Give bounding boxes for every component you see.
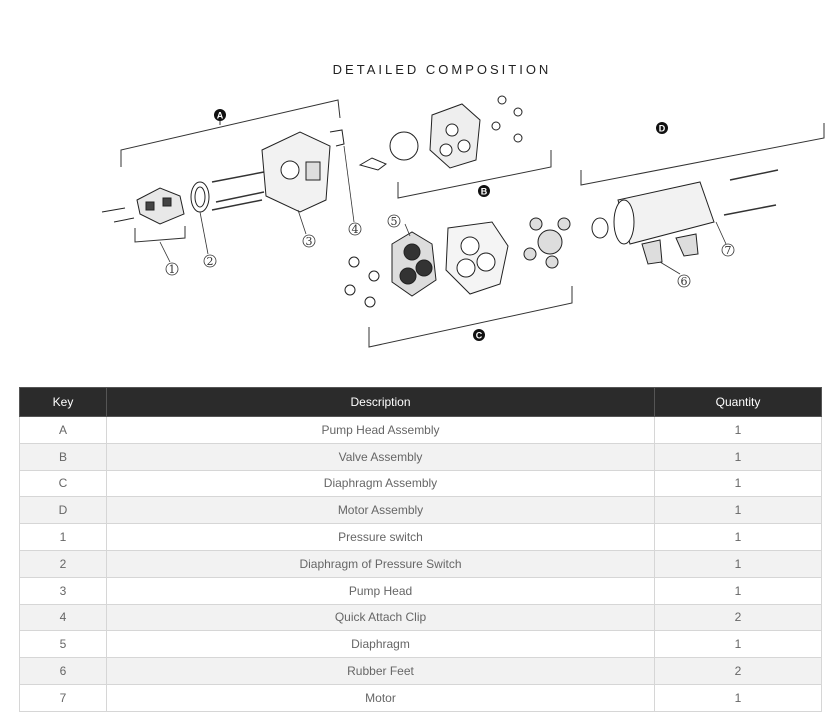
callout-6: 6 [681,275,688,288]
key-cell: D [19,496,107,525]
description-cell: Pump Head [106,576,655,605]
quantity-cell: 1 [654,416,822,444]
page-title: DETAILED COMPOSITION [332,62,552,77]
badge-d: D [656,122,668,134]
bracket-d [580,123,825,186]
bracket-1 [134,226,186,243]
table-row: 6 Rubber Feet 2 [19,657,822,685]
table-row: B Valve Assembly 1 [19,442,822,471]
quantity-cell: 1 [654,469,822,498]
quantity-cell: 1 [654,549,822,578]
description-cell: Pump Head Assembly [106,416,655,444]
screws-d [723,169,779,216]
callout-1: 1 [169,263,176,276]
key-cell: 5 [19,630,107,659]
key-cell: A [19,416,107,444]
key-cell: 4 [19,603,107,632]
description-cell: Rubber Feet [106,657,655,685]
pressure-switch-part [101,187,185,225]
callout-3: 3 [306,235,313,248]
quantity-cell: 1 [654,523,822,551]
exploded-diagram: A B C D 1 2 3 4 5 6 7 [101,95,825,348]
description-cell: Motor [106,683,655,712]
table-row: 3 Pump Head 1 [19,576,822,605]
quantity-cell: 1 [654,576,822,605]
bracket-a [120,99,341,167]
description-cell: Diaphragm [106,630,655,659]
table-header-row: Key Description Quantity [19,387,822,417]
motor-part [591,181,715,265]
pump-head-part [261,131,331,213]
parts-table: Key Description Quantity A Pump Head Ass… [19,387,822,712]
quantity-cell: 1 [654,630,822,659]
quantity-cell: 2 [654,657,822,685]
table-row: 5 Diaphragm 1 [19,630,822,659]
key-cell: B [19,442,107,471]
quantity-cell: 1 [654,496,822,525]
description-cell: Diaphragm of Pressure Switch [106,549,655,578]
diaphragm-part [344,231,437,308]
quantity-cell: 1 [654,683,822,712]
quick-clip-part [329,129,387,171]
table-row: 2 Diaphragm of Pressure Switch 1 [19,549,822,578]
table-row: 7 Motor 1 [19,683,822,712]
table-row: 4 Quick Attach Clip 2 [19,603,822,632]
description-cell: Diaphragm Assembly [106,469,655,498]
badge-a: A [214,109,226,121]
badge-a-label: A [217,111,224,121]
badge-b-label: B [481,187,488,197]
valve-assembly-part [389,95,523,169]
quantity-cell: 2 [654,603,822,632]
quantity-cell: 1 [654,442,822,471]
column-header-description: Description [106,387,655,417]
switch-diaphragm-part [190,181,210,213]
bracket-c [368,286,573,348]
badge-d-label: D [659,124,666,134]
badge-b: B [478,185,490,197]
piston-part [523,217,571,269]
table-row: D Motor Assembly 1 [19,496,822,525]
column-header-key: Key [19,387,107,417]
table-row: C Diaphragm Assembly 1 [19,469,822,498]
key-cell: 3 [19,576,107,605]
key-cell: 6 [19,657,107,685]
badge-c-label: C [476,331,483,341]
diaphragm-housing-part [445,221,509,295]
bracket-b [397,150,552,199]
description-cell: Motor Assembly [106,496,655,525]
callout-4: 4 [352,223,359,236]
key-cell: 1 [19,523,107,551]
description-cell: Valve Assembly [106,442,655,471]
badge-c: C [473,329,485,341]
callout-5: 5 [391,215,398,228]
callout-2: 2 [207,255,214,268]
key-cell: 7 [19,683,107,712]
table-row: 1 Pressure switch 1 [19,523,822,551]
column-header-quantity: Quantity [654,387,822,417]
description-cell: Pressure switch [106,523,655,551]
screws-a [211,171,265,211]
description-cell: Quick Attach Clip [106,603,655,632]
table-row: A Pump Head Assembly 1 [19,416,822,444]
callout-7: 7 [725,244,732,257]
key-cell: 2 [19,549,107,578]
key-cell: C [19,469,107,498]
